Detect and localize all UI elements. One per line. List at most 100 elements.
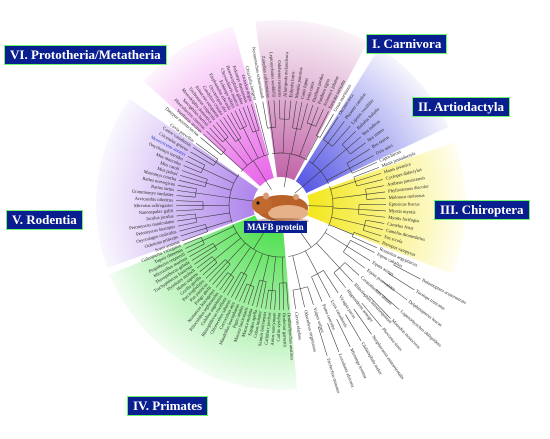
tip-branch bbox=[336, 319, 351, 348]
tip-branch bbox=[180, 175, 207, 184]
tip-branch bbox=[364, 224, 384, 230]
tip-branch bbox=[352, 236, 378, 248]
tip-branch bbox=[316, 111, 329, 136]
tip-branch bbox=[206, 130, 226, 151]
tip-branch bbox=[177, 185, 197, 190]
sector-rodentia bbox=[96, 98, 259, 269]
taxon-label: Mustela putorius bbox=[294, 67, 304, 99]
group-label-prototheria-metatheria: VI. Prototheria/Metatheria bbox=[4, 45, 167, 65]
tip-branch bbox=[346, 136, 362, 150]
tip-branch bbox=[247, 286, 255, 305]
tip-branch bbox=[251, 104, 260, 131]
tip-branch bbox=[355, 173, 382, 182]
subclade-stem bbox=[271, 256, 276, 291]
arc-artiodactyla bbox=[309, 161, 329, 184]
tip-branch bbox=[230, 112, 241, 130]
tip-branch bbox=[243, 285, 251, 304]
tip-branch bbox=[180, 227, 207, 237]
sector-chiroptera bbox=[306, 141, 466, 275]
tip-branch bbox=[282, 282, 285, 310]
tip-branch bbox=[226, 114, 242, 139]
taxon-label: Rattus norvegicus bbox=[142, 176, 176, 187]
tip-branch bbox=[200, 137, 222, 156]
subclade-stem bbox=[305, 136, 319, 160]
subclade-stem bbox=[331, 216, 365, 226]
arc-__other_a bbox=[288, 228, 328, 257]
taxon-label: Rattus rattus bbox=[151, 184, 175, 192]
taxon-label: Zalophus californianus bbox=[261, 56, 271, 99]
tip-branch bbox=[191, 246, 215, 261]
subclade-arc bbox=[268, 289, 276, 292]
tip-branch bbox=[181, 170, 208, 180]
taxon-label: Myotis lucifugus bbox=[388, 215, 420, 224]
tip-branch bbox=[323, 270, 339, 294]
subclade-arc bbox=[362, 220, 366, 231]
subclade-stem bbox=[329, 224, 354, 235]
arc-primates bbox=[232, 224, 285, 258]
taxon-label: Leptonychotes weddellii bbox=[269, 52, 277, 98]
tip-branch bbox=[343, 251, 366, 269]
tip-branch bbox=[219, 274, 232, 291]
tip-branch bbox=[176, 190, 196, 194]
tip-branch bbox=[300, 288, 305, 308]
tip-branch bbox=[284, 100, 286, 120]
tip-branch bbox=[185, 240, 203, 249]
tip-branch bbox=[344, 262, 360, 276]
taxon-label: Phyllostomus discolor bbox=[388, 183, 430, 193]
taxon-label: Mirounga leonina bbox=[349, 348, 368, 380]
tip-branch bbox=[317, 326, 328, 357]
subclade-stem bbox=[206, 220, 232, 229]
tip-branch bbox=[212, 124, 226, 140]
taxon-label: Lagenorhynchus obliquidens bbox=[399, 309, 442, 348]
subclade-arc bbox=[212, 243, 217, 250]
tip-branch bbox=[286, 282, 289, 310]
tip-branch bbox=[185, 160, 204, 170]
tip-branch bbox=[235, 275, 248, 300]
tip-branch bbox=[311, 276, 323, 302]
tip-branch bbox=[189, 243, 214, 257]
tip-branch bbox=[192, 147, 216, 163]
tip-branch bbox=[179, 224, 206, 232]
tip-branch bbox=[327, 323, 340, 353]
tip-branch bbox=[195, 143, 219, 160]
tip-branch bbox=[353, 308, 372, 335]
tip-branch bbox=[176, 209, 204, 212]
taxon-label: Arvicanthis niloticus bbox=[135, 196, 174, 203]
tip-branch bbox=[176, 200, 204, 203]
tip-branch bbox=[234, 110, 244, 128]
tip-branch bbox=[319, 113, 334, 138]
taxon-label: Loxodonta africana bbox=[338, 353, 356, 388]
tip-branch bbox=[252, 279, 260, 307]
tip-branch bbox=[203, 133, 224, 153]
group-label-chiroptera: III. Chiroptera bbox=[434, 200, 530, 220]
taxon-label: Sapajus apella bbox=[247, 309, 258, 336]
taxon-label: Neophocaena asiaeorientalis bbox=[371, 334, 405, 380]
tip-branch bbox=[350, 142, 366, 155]
taxon-label: Cervus elaphus bbox=[294, 312, 303, 341]
tip-branch bbox=[350, 240, 375, 253]
subclade-stem bbox=[227, 242, 246, 263]
tip-branch bbox=[358, 209, 386, 212]
taxon-label: Ornithorhynchus anatinus bbox=[286, 313, 294, 361]
tip-branch bbox=[202, 262, 218, 276]
tip-branch bbox=[311, 106, 319, 125]
subclade-stem bbox=[255, 131, 265, 156]
subclade-stem bbox=[299, 124, 312, 157]
taxon-label: Canis lupus bbox=[300, 77, 309, 99]
subclade-stem bbox=[225, 139, 248, 166]
taxon-label: Eptesicus fuscus bbox=[389, 202, 420, 207]
taxon-label: Trichechus manatus bbox=[326, 357, 342, 394]
taxon-label: Myotis myotis bbox=[389, 208, 416, 215]
tip-branch bbox=[256, 280, 264, 308]
taxon-label: Jaculus jaculus bbox=[146, 213, 174, 221]
taxon-label: Carlito syrichta bbox=[276, 313, 281, 342]
taxon-label: Camelus ferus bbox=[387, 221, 414, 231]
taxon-label: Grammomys surdaster bbox=[132, 189, 174, 198]
sector-prototheria bbox=[143, 26, 274, 187]
subclade-stem bbox=[230, 247, 251, 275]
tip-branch bbox=[274, 290, 277, 310]
tip-branch bbox=[361, 302, 382, 328]
group-label-carnivora: I. Carnivora bbox=[366, 34, 448, 54]
subclade-stem bbox=[238, 139, 253, 162]
